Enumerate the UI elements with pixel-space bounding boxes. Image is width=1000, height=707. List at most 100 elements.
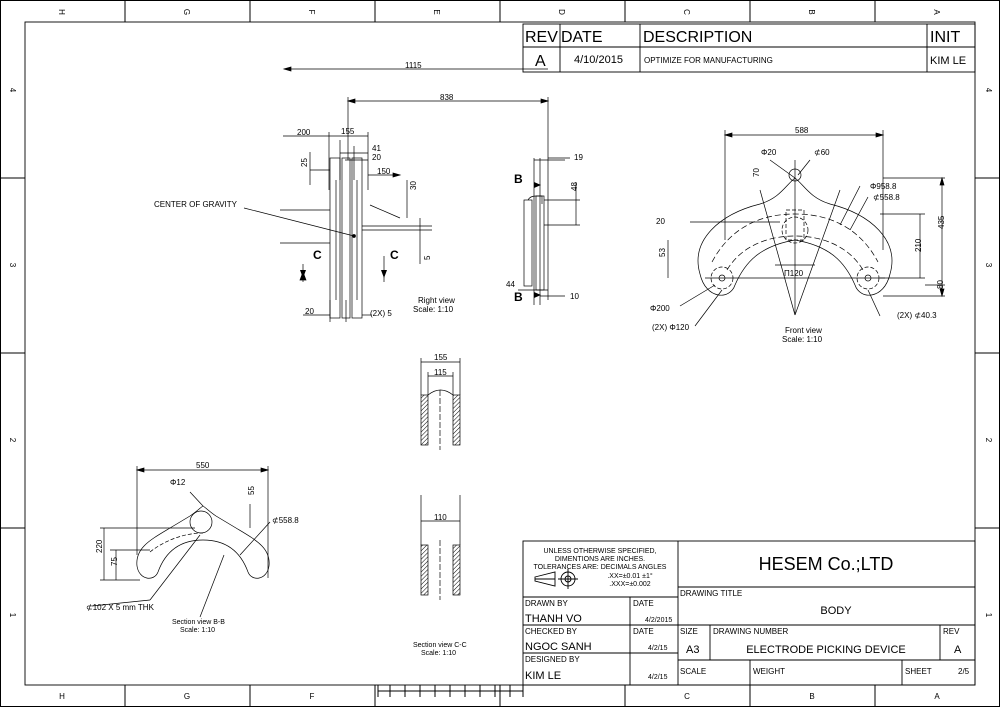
dim-20: 20 bbox=[656, 217, 665, 226]
section-c-left: C bbox=[313, 248, 322, 262]
section-cc-scale: Scale: 1:10 bbox=[421, 650, 456, 657]
dim-cc-110: 110 bbox=[434, 513, 447, 522]
dim-80: 80 bbox=[936, 280, 945, 289]
dim-44: 44 bbox=[506, 280, 515, 289]
date-header: DATE bbox=[561, 29, 602, 46]
zone-row-right-3: 3 bbox=[984, 263, 993, 268]
dim-48: 48 bbox=[570, 182, 579, 191]
section-bb-view bbox=[91, 466, 271, 618]
note-line-3: TOLERANCES ARE: DECIMALS ANGLES bbox=[534, 564, 667, 571]
section-b-bottom: B bbox=[514, 290, 523, 304]
front-view-scale: Scale: 1:10 bbox=[782, 335, 823, 344]
zone-col-top-a: A bbox=[932, 9, 941, 15]
dim-435: 435 bbox=[937, 215, 946, 229]
zone-col-top-h: H bbox=[57, 9, 66, 15]
zone-col-top-d: D bbox=[557, 9, 566, 15]
dim-bb-phi12: Φ12 bbox=[170, 478, 186, 487]
dim-5: 5 bbox=[423, 255, 432, 260]
description-header: DESCRIPTION bbox=[643, 29, 752, 46]
zone-col-top-e: E bbox=[432, 9, 441, 14]
zone-row-right-1: 1 bbox=[984, 613, 993, 618]
zone-labels: H G F E D C B A H G F C B A 4 3 2 1 4 3 … bbox=[8, 9, 993, 701]
rev-description-value: OPTIMIZE FOR MANUFACTURING bbox=[644, 56, 773, 65]
rev-value-block: A bbox=[954, 644, 962, 656]
dim-phi200: Φ200 bbox=[650, 304, 670, 313]
section-bb-labels: 550 Φ12 55 ⊄558.8 220 75 ⊄102 X 5 mm THK… bbox=[86, 461, 299, 634]
front-view-caption: Front view bbox=[785, 326, 822, 335]
zone-col-bottom-g: G bbox=[184, 692, 190, 701]
center-of-gravity-label: CENTER OF GRAVITY bbox=[154, 200, 238, 209]
dim-588: 588 bbox=[795, 126, 809, 135]
zone-col-top-f: F bbox=[307, 10, 316, 15]
rev-date-value: 4/10/2015 bbox=[574, 54, 623, 66]
section-cc-view bbox=[420, 358, 461, 600]
dim-30: 30 bbox=[409, 181, 418, 190]
dim-bb-550: 550 bbox=[196, 461, 210, 470]
rev-label: REV bbox=[943, 627, 960, 636]
sheet-label: SHEET bbox=[905, 667, 932, 676]
dim-25: 25 bbox=[300, 158, 309, 167]
size-value: A3 bbox=[686, 644, 699, 656]
dim-bb-220: 220 bbox=[95, 539, 104, 553]
dim-19: 19 bbox=[574, 153, 583, 162]
right-view-scale: Scale: 1:10 bbox=[413, 305, 454, 314]
dim-200: 200 bbox=[297, 128, 311, 137]
drawn-date: 4/2/2015 bbox=[645, 617, 672, 624]
right-view-caption: Right view bbox=[418, 296, 455, 305]
dim-150: 150 bbox=[377, 167, 391, 176]
rev-init-value: KIM LE bbox=[930, 55, 966, 67]
note-line-1: UNLESS OTHERWISE SPECIFIED, bbox=[543, 548, 656, 555]
dim-41: 41 bbox=[372, 144, 381, 153]
note-line-4: .XX=±0.01 ±1° bbox=[607, 572, 653, 580]
dim-70: 70 bbox=[752, 168, 761, 177]
dim-pi120: Π120 bbox=[784, 269, 804, 278]
zone-row-left-2: 2 bbox=[8, 438, 17, 443]
checked-date: 4/2/15 bbox=[648, 645, 668, 652]
section-bb-scale: Scale: 1:10 bbox=[180, 627, 215, 634]
revision-table: REV DATE DESCRIPTION INIT A 4/10/2015 OP… bbox=[522, 23, 976, 73]
drawing-title-label: DRAWING TITLE bbox=[680, 589, 742, 598]
note-line-5: .XXX=±0.002 bbox=[609, 581, 651, 588]
dim-cc-155: 155 bbox=[434, 353, 448, 362]
drawn-by: THANH VO bbox=[525, 613, 582, 625]
section-c-right: C bbox=[390, 248, 399, 262]
checked-date-label: DATE bbox=[633, 627, 654, 636]
dim-bb-75: 75 bbox=[110, 557, 119, 566]
dim-bb-55: 55 bbox=[247, 486, 256, 495]
zone-col-bottom-f: F bbox=[310, 692, 315, 701]
drawn-by-label: DRAWN BY bbox=[525, 599, 568, 608]
zone-row-left-1: 1 bbox=[8, 613, 17, 618]
drawn-date-label: DATE bbox=[633, 599, 654, 608]
dim-cc-115: 115 bbox=[434, 368, 447, 377]
init-header: INIT bbox=[930, 29, 960, 46]
weight-label: WEIGHT bbox=[753, 667, 785, 676]
dim-bb-phi558: ⊄558.8 bbox=[272, 516, 299, 525]
zone-row-left-4: 4 bbox=[8, 88, 17, 93]
front-view bbox=[667, 130, 945, 327]
designed-by-label: DESIGNED BY bbox=[525, 655, 580, 664]
dim-phi558: ⊄558.8 bbox=[873, 193, 900, 202]
dim-2x5: (2X) 5 bbox=[370, 309, 392, 318]
right-view-labels: 1115 838 200 155 41 20 150 25 30 5 20 (2… bbox=[154, 61, 583, 318]
drawing-number: ELECTRODE PICKING DEVICE bbox=[746, 644, 906, 656]
size-label: SIZE bbox=[680, 627, 698, 636]
dim-155: 155 bbox=[341, 127, 355, 136]
rev-value: A bbox=[535, 53, 546, 70]
section-bb-caption: Section view B-B bbox=[172, 619, 225, 626]
section-c-arrows bbox=[300, 182, 541, 298]
checked-by-label: CHECKED BY bbox=[525, 627, 578, 636]
rev-header: REV bbox=[525, 29, 558, 46]
dim-1115: 1115 bbox=[405, 61, 422, 70]
dim-phi60: ⊄60 bbox=[814, 148, 830, 157]
company-name: HESEM Co.;LTD bbox=[759, 554, 894, 574]
section-cc-labels: 155 115 110 Section view C-C Scale: 1:10 bbox=[413, 353, 467, 657]
section-cc-caption: Section view C-C bbox=[413, 642, 467, 649]
section-b-top: B bbox=[514, 172, 523, 186]
drawing-title: BODY bbox=[820, 605, 852, 617]
dim-phi958: Φ958.8 bbox=[870, 182, 897, 191]
zone-col-bottom-c: C bbox=[684, 692, 690, 701]
dim-phi20: Φ20 bbox=[761, 148, 777, 157]
scale-label: SCALE bbox=[680, 667, 706, 676]
zone-col-bottom-b: B bbox=[809, 692, 814, 701]
